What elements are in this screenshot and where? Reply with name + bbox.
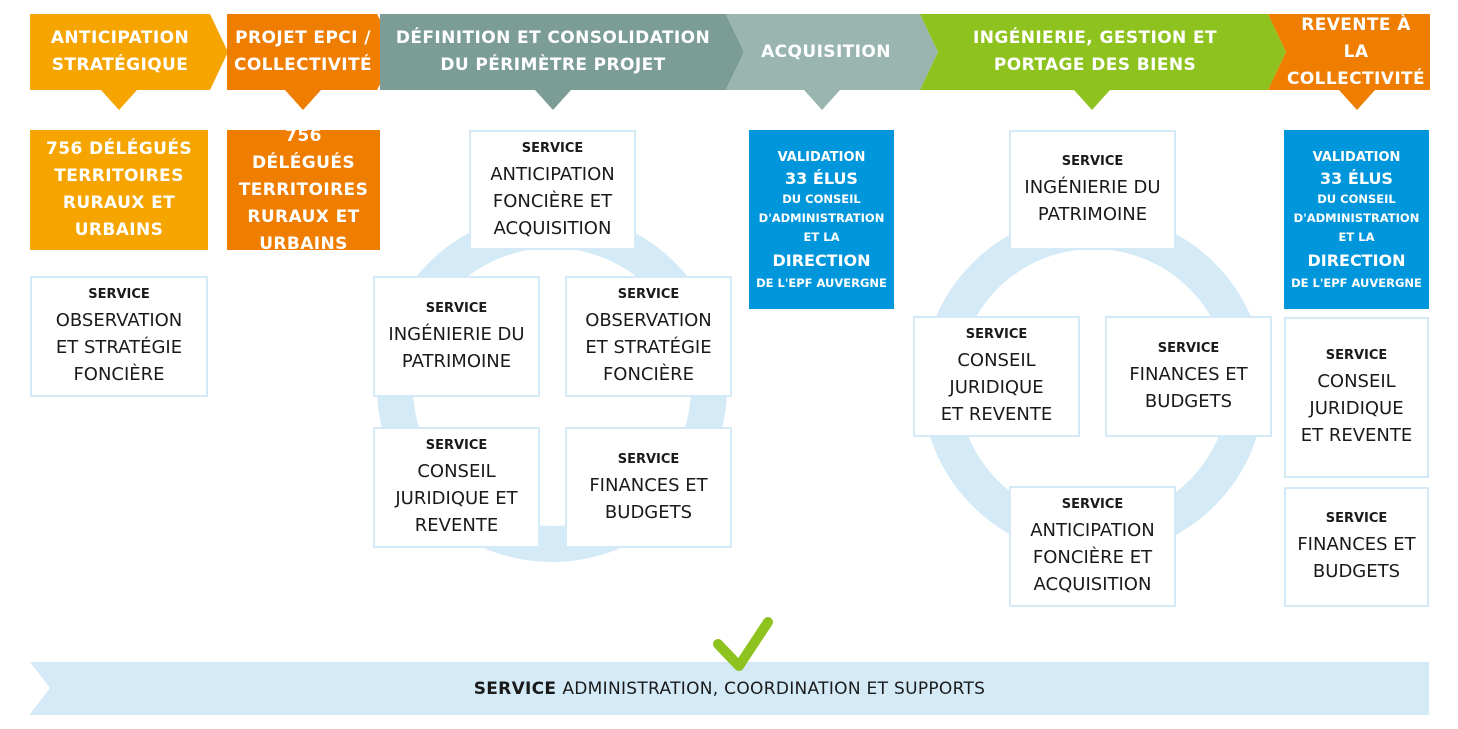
- validation-et-la: et la: [1338, 230, 1375, 244]
- service-keyword: Service: [1061, 497, 1124, 512]
- phase-5-arrow: [920, 14, 1286, 90]
- service-name: Ingénierie du patrimoine: [388, 323, 525, 372]
- phase-4-pointer: [804, 90, 840, 110]
- phase-5-label: Ingénierie, gestion et portage des biens: [972, 28, 1218, 75]
- service-keyword: Service: [88, 287, 150, 302]
- service-keyword: Service: [1061, 154, 1124, 169]
- bottom-bar-text: administration, coordination et supports: [562, 678, 986, 699]
- validation-conseil: du conseil: [782, 192, 861, 206]
- service-name: Anticipation foncière et acquisition: [490, 163, 615, 239]
- phase-acquisition: Acquisition: [736, 14, 916, 90]
- phase-definition-perimetre: Définition et consolidation du périmètre…: [380, 14, 726, 90]
- service-keyword: Service: [1325, 348, 1388, 363]
- validation-label: Validation: [777, 150, 866, 165]
- validation-et-la: et la: [803, 230, 840, 244]
- service-conseil-juridique-col6: Service Conseil juridique et revente: [1284, 317, 1429, 478]
- phase-2-arrow: [227, 14, 397, 90]
- service-conseil-juridique-col5: Service Conseil juridique et revente: [913, 316, 1080, 437]
- service-ingenierie-patrimoine-col5: Service Ingénierie du patrimoine: [1009, 130, 1176, 250]
- service-name: Finances et budgets: [1297, 534, 1416, 582]
- service-finances-budgets-col6: Service Finances et budgets: [1284, 487, 1429, 607]
- service-keyword: Service: [965, 327, 1028, 342]
- service-keyword: Service: [617, 451, 680, 467]
- bottom-bar-keyword: Service: [473, 678, 557, 699]
- service-name: Ingénierie du patrimoine: [1024, 177, 1161, 225]
- validation-conseil: du conseil: [1317, 192, 1396, 206]
- validation-elus: 33 élus: [1320, 169, 1393, 188]
- service-name: Finances et budgets: [1129, 363, 1248, 412]
- phase-anticipation-strategique: Anticipation stratégique: [30, 14, 210, 90]
- phase-3-label: Définition et consolidation du périmètre…: [395, 28, 711, 75]
- phase-5-pointer: [1074, 90, 1110, 110]
- phase-2-label: Projet EPCI / collectivité: [233, 28, 373, 75]
- validation-epf: de l'EPF Auvergne: [1291, 276, 1422, 290]
- service-finances-budgets-col3: Service Finances et budgets: [565, 427, 732, 548]
- phase-ingenierie-gestion: Ingénierie, gestion et portage des biens: [930, 14, 1260, 90]
- validation-label: Validation: [1312, 150, 1401, 165]
- phase-6-label: Revente à la collectivité: [1286, 14, 1426, 89]
- phase-1-arrow: [30, 14, 228, 90]
- delegates-box-2: 756 délégués territoires ruraux et urbai…: [227, 126, 380, 254]
- phase-revente: Revente à la collectivité: [1282, 14, 1430, 90]
- validation-epf: de l'EPF Auvergne: [756, 276, 887, 290]
- service-name: Conseil juridique et revente: [1300, 371, 1413, 446]
- support-services-bar: Service administration, coordination et …: [30, 662, 1429, 715]
- delegates-text-1: 756 délégués territoires ruraux et urbai…: [46, 139, 192, 240]
- validation-box-acquisition: Validation 33 élus du conseil d'administ…: [749, 130, 894, 309]
- service-finances-budgets-col5: Service Finances et budgets: [1105, 316, 1272, 437]
- phase-1-label: Anticipation stratégique: [50, 28, 190, 75]
- service-keyword: Service: [425, 300, 488, 316]
- validation-administration: d'administration: [758, 211, 885, 225]
- service-anticipation-fonciere-col3: Service Anticipation foncière et acquisi…: [469, 130, 636, 250]
- phase-3-pointer: [535, 90, 571, 110]
- validation-administration: d'administration: [1293, 211, 1420, 225]
- service-keyword: Service: [521, 140, 584, 156]
- phase-projet-epci: Projet EPCI / collectivité: [227, 14, 379, 90]
- delegates-box-1: 756 délégués territoires ruraux et urbai…: [30, 130, 208, 250]
- phase-6-arrow: [1268, 14, 1430, 90]
- service-name: Observation et stratégie foncière: [55, 310, 183, 385]
- bottom-bar-notch: [30, 662, 50, 714]
- phase-6-pointer: [1339, 90, 1375, 110]
- delegates-text-2: 756 délégués territoires ruraux et urbai…: [238, 125, 369, 254]
- service-name: Observation et stratégie foncière: [585, 310, 712, 385]
- service-name: Conseil juridique et revente: [940, 350, 1053, 425]
- service-anticipation-fonciere-col5: Service Anticipation foncière et acquisi…: [1009, 486, 1176, 607]
- phase-1-pointer: [101, 90, 137, 110]
- phase-4-arrow: [726, 14, 938, 90]
- phase-2-pointer: [285, 90, 321, 110]
- validation-elus: 33 élus: [785, 169, 858, 188]
- service-keyword: Service: [617, 287, 680, 302]
- service-ingenierie-patrimoine-col3: Service Ingénierie du patrimoine: [373, 276, 540, 397]
- service-keyword: Service: [425, 438, 488, 453]
- checkmark-icon: [713, 617, 773, 671]
- validation-direction: direction: [772, 251, 871, 270]
- service-keyword: Service: [1325, 511, 1388, 526]
- service-conseil-juridique-col3: Service Conseil juridique et revente: [373, 427, 540, 548]
- service-name: Finances et budgets: [589, 474, 708, 523]
- service-name: Conseil juridique et revente: [395, 461, 518, 536]
- validation-box-revente: Validation 33 élus du conseil d'administ…: [1284, 130, 1429, 309]
- service-observation-strategie-col1: Service Observation et stratégie foncièr…: [30, 276, 208, 397]
- phase-3-arrow: [380, 14, 744, 90]
- validation-direction: direction: [1307, 251, 1406, 270]
- service-keyword: Service: [1157, 340, 1220, 356]
- phase-4-label: Acquisition: [761, 41, 891, 62]
- service-name: Anticipation foncière et acquisition: [1030, 520, 1155, 595]
- service-observation-strategie-col3: Service Observation et stratégie foncièr…: [565, 276, 732, 397]
